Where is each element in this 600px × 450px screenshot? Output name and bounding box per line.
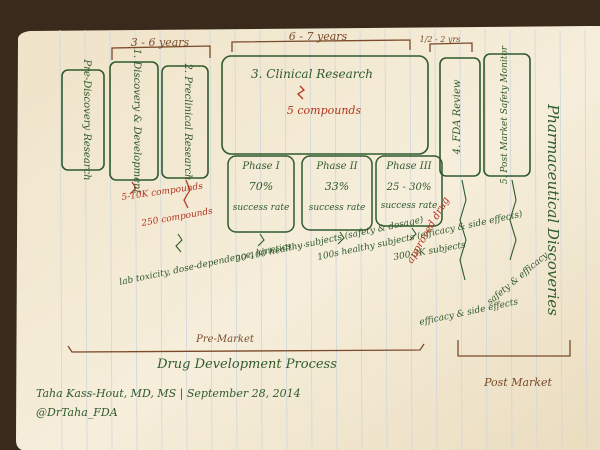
side-title: Pharmaceutical Discoveries bbox=[544, 103, 562, 316]
post-market-label: Post Market bbox=[483, 376, 552, 389]
trial-phase-2: Phase II 33% success rate bbox=[309, 161, 366, 213]
pre-market-label: Pre-Market bbox=[195, 334, 255, 345]
phase-preclinical: 2. Preclinical Research bbox=[182, 62, 193, 180]
duration-brackets bbox=[111, 39, 473, 60]
trial-name: Phase III bbox=[385, 161, 432, 172]
trial-name: Phase II bbox=[315, 161, 358, 172]
clinical-compounds: 5 compounds bbox=[287, 104, 362, 117]
author-handle: @DrTaha_FDA bbox=[36, 406, 118, 419]
connector-squiggles bbox=[175, 179, 517, 281]
pre-market-bracket bbox=[67, 343, 425, 353]
trial-rate-label: success rate bbox=[309, 203, 366, 213]
process-title: Drug Development Process bbox=[156, 357, 337, 372]
rule-lines bbox=[59, 29, 588, 450]
phase-fda-review: 4. FDA Review bbox=[452, 79, 463, 155]
trial-rate: 25 - 30% bbox=[386, 182, 432, 193]
trial-rate-label: success rate bbox=[233, 203, 290, 213]
phase-post-market: 5. Post Market Safety Monitor bbox=[500, 45, 510, 184]
trial-phase-3: Phase III 25 - 30% success rate bbox=[381, 161, 438, 211]
clinical-compounds-arrow bbox=[296, 85, 306, 100]
phase-pre-discovery: Pre-Discovery Research bbox=[81, 58, 92, 180]
duration-fda: 1/2 - 2 yrs bbox=[420, 35, 461, 44]
duration-clinical: 6 - 7 years bbox=[289, 30, 348, 43]
phase-boxes bbox=[61, 53, 531, 181]
author-signature: Taha Kass-Hout, MD, MS | September 28, 2… bbox=[36, 387, 301, 401]
duration-discovery-preclinical: 3 - 6 years bbox=[131, 36, 190, 49]
phase-discovery: 1. Discovery & Development bbox=[131, 49, 142, 195]
trial-name: Phase I bbox=[241, 161, 280, 172]
trial-rate-label: success rate bbox=[381, 201, 438, 211]
trial-rate: 70% bbox=[249, 180, 273, 193]
trial-phase-1: Phase I 70% success rate bbox=[233, 161, 290, 213]
preclinical-compounds-arrow bbox=[183, 179, 191, 209]
trial-rate: 33% bbox=[325, 180, 349, 193]
trial-boxes bbox=[227, 155, 443, 233]
discovery-compounds-arrow bbox=[129, 181, 137, 195]
post-market-bracket bbox=[457, 340, 571, 357]
phase-clinical: 3. Clinical Research bbox=[251, 67, 373, 81]
